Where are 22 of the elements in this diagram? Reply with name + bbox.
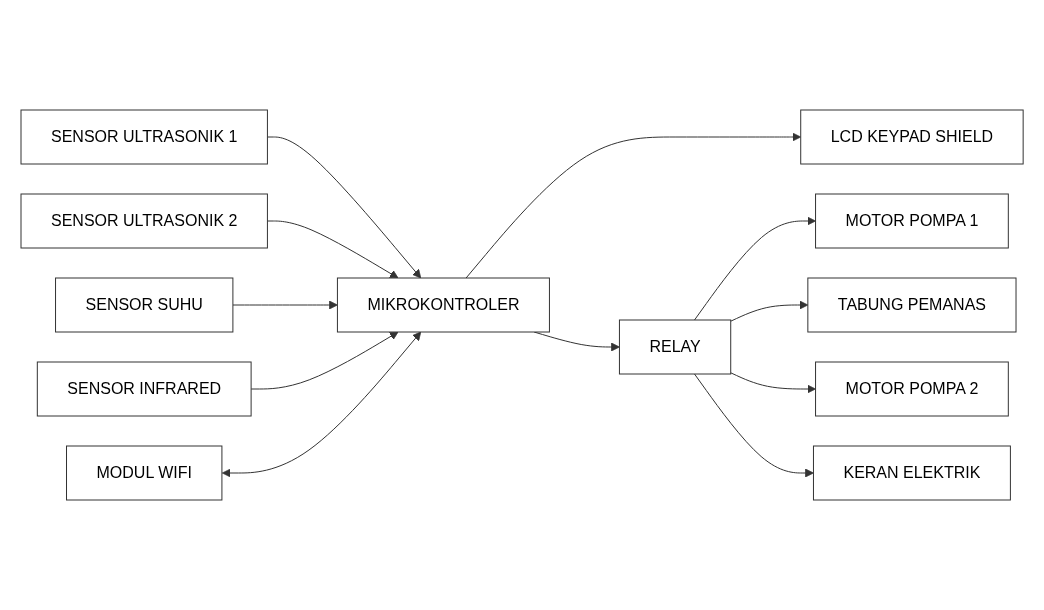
- node-box: SENSOR ULTRASONIK 1: [20, 109, 268, 165]
- node-box: LCD KEYPAD SHIELD: [800, 109, 1024, 165]
- node-box: SENSOR ULTRASONIK 2: [20, 193, 268, 249]
- node-box: TABUNG PEMANAS: [807, 277, 1017, 333]
- arrow: [221, 331, 422, 478]
- arrow: [693, 216, 816, 321]
- node-box: KERAN ELEKTRIK: [812, 445, 1011, 501]
- node-box: RELAY: [618, 319, 732, 375]
- arrow: [266, 220, 399, 279]
- node-box: MIKROKONTROLER: [336, 277, 550, 333]
- node-box: MODUL WIFI: [65, 445, 223, 501]
- arrow: [465, 132, 802, 279]
- arrow: [730, 300, 809, 322]
- arrow: [730, 372, 816, 394]
- arrow: [250, 331, 399, 390]
- arrow: [232, 300, 338, 310]
- node-box: MOTOR POMPA 1: [814, 193, 1009, 249]
- node-box: MOTOR POMPA 2: [814, 361, 1009, 417]
- arrow: [693, 373, 814, 478]
- node-box: SENSOR SUHU: [54, 277, 234, 333]
- arrow: [266, 136, 422, 279]
- node-box: SENSOR INFRARED: [36, 361, 252, 417]
